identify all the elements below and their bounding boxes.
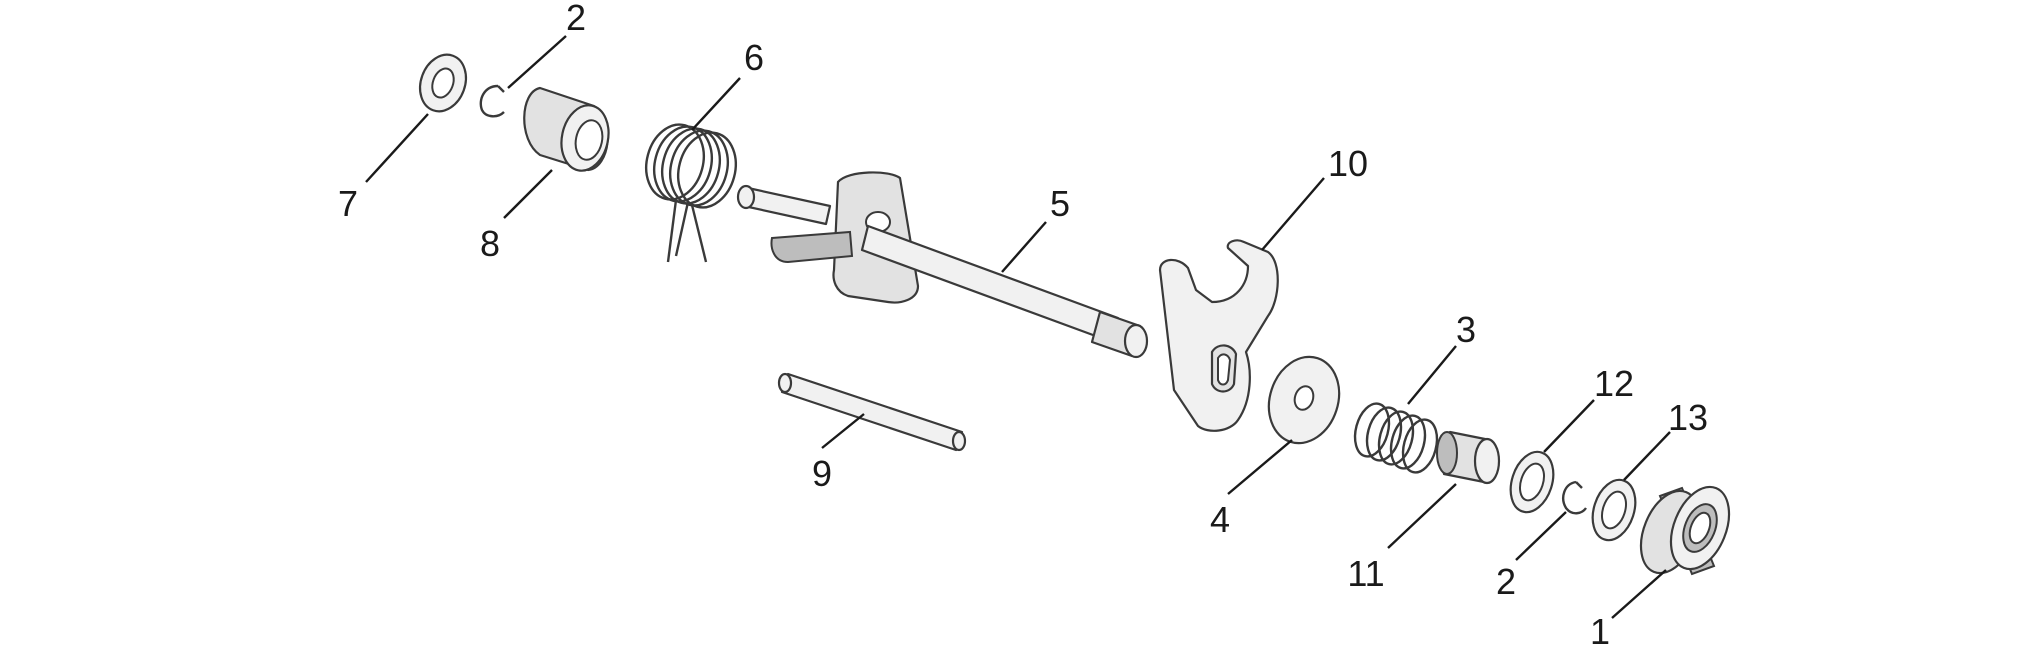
leader-7	[365, 113, 429, 183]
leader-10	[1261, 177, 1325, 251]
part-shift-shaft-5	[736, 171, 1149, 359]
part-washer-7	[418, 53, 468, 113]
leader-8	[503, 169, 553, 219]
callout-6: 6	[744, 37, 764, 78]
part-pin-9	[777, 372, 967, 452]
callout-3: 3	[1456, 309, 1476, 350]
callout-7: 7	[338, 183, 358, 224]
part-circlip-2-top	[479, 84, 505, 118]
leader-9	[821, 413, 865, 449]
callout-1: 1	[1590, 611, 1610, 648]
leader-3	[1407, 345, 1457, 405]
leader-13	[1623, 431, 1671, 481]
leader-11	[1387, 483, 1457, 549]
leader-12	[1543, 399, 1595, 453]
part-sleeve-11	[1436, 430, 1501, 485]
leader-6	[691, 77, 741, 131]
leader-1	[1611, 569, 1667, 619]
leader-2a	[507, 35, 567, 89]
part-bushing-8	[523, 86, 610, 172]
part-shift-arm-10	[1158, 239, 1279, 432]
leader-2b	[1515, 511, 1567, 561]
leader-4	[1227, 439, 1293, 495]
callout-2a: 2	[566, 0, 586, 38]
part-torsion-spring-6	[645, 123, 737, 263]
callout-4: 4	[1210, 499, 1230, 540]
callout-9: 9	[812, 453, 832, 494]
part-oil-seal-1	[1639, 485, 1731, 576]
callout-11: 11	[1347, 553, 1384, 594]
callout-13: 13	[1668, 397, 1708, 438]
callout-2b: 2	[1496, 561, 1516, 602]
part-washer-4	[1267, 355, 1341, 445]
callout-12: 12	[1594, 363, 1634, 404]
leader-5	[1001, 221, 1047, 273]
callout-5: 5	[1050, 183, 1070, 224]
callout-10: 10	[1328, 143, 1368, 184]
part-circlip-2-bottom	[1562, 480, 1587, 515]
part-washer-13	[1591, 478, 1637, 542]
part-washer-12	[1509, 450, 1555, 514]
callout-8: 8	[480, 223, 500, 264]
part-coil-spring-3	[1353, 402, 1439, 474]
